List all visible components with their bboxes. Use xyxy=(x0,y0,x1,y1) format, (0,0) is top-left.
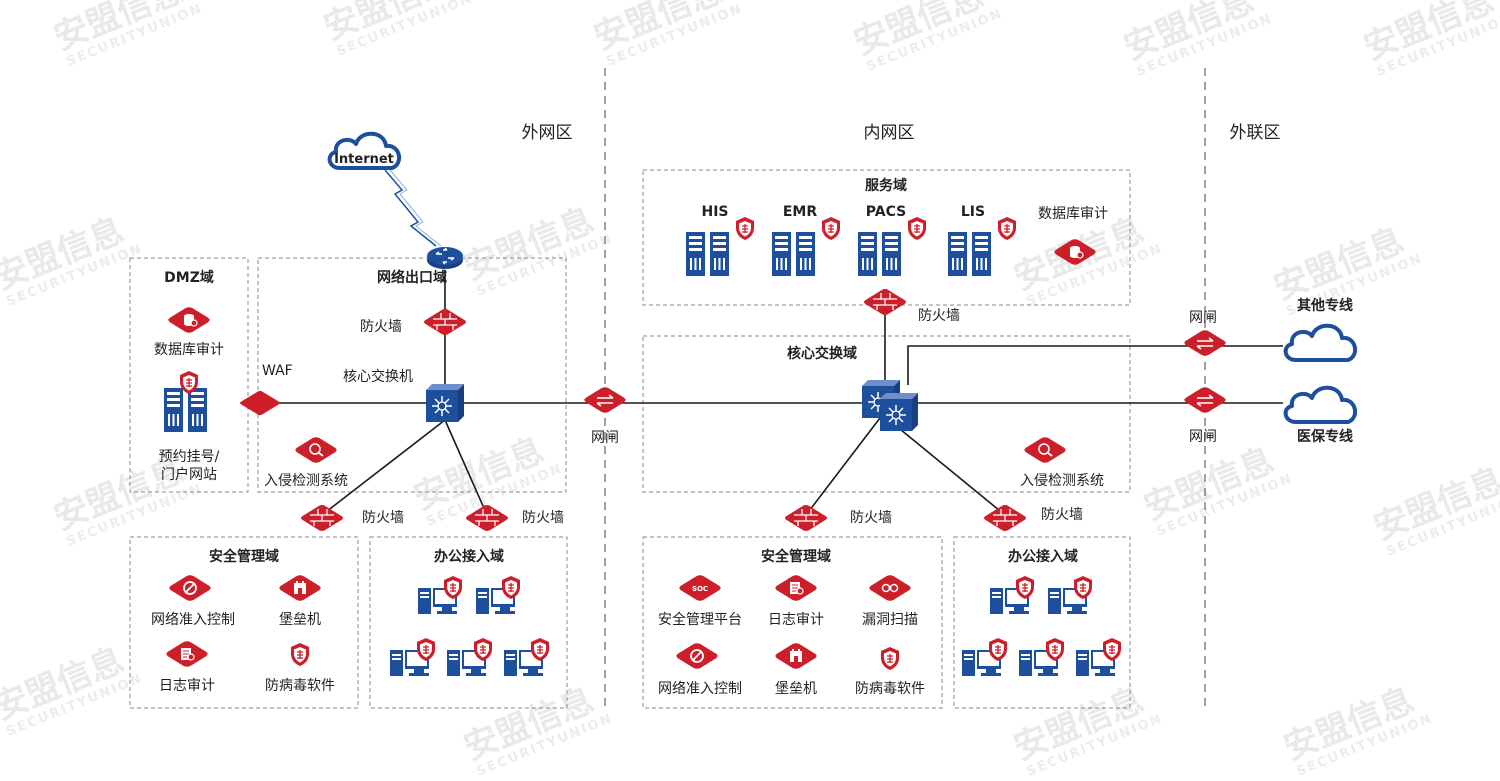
server-icon xyxy=(686,232,729,276)
right-firewall-a-label: 防火墙 xyxy=(850,510,892,526)
bottom-gateway-label: 网闸 xyxy=(1189,429,1217,445)
soc-badge-text: SOC xyxy=(692,585,708,593)
service-title: 服务域 xyxy=(865,177,907,194)
antivirus-shield-icon xyxy=(821,216,841,241)
top-gateway-label: 网闸 xyxy=(1189,310,1217,326)
right-firewall-b-label: 防火墙 xyxy=(1041,507,1083,523)
pacs-label: PACS xyxy=(866,204,906,220)
bastion-host-icon xyxy=(773,641,819,671)
egress-title: 网络出口域 xyxy=(377,269,447,286)
right-office-title: 办公接入域 xyxy=(1008,548,1078,565)
firewall-icon xyxy=(981,503,1029,533)
waf-icon xyxy=(240,391,280,415)
egress-firewall-label: 防火墙 xyxy=(360,319,402,335)
right-bastion-label: 堡垒机 xyxy=(775,681,817,697)
egress-domain-box xyxy=(257,257,567,493)
middle-gateway-label: 网闸 xyxy=(591,430,619,446)
antivirus-shield-icon xyxy=(290,642,310,667)
dmz-db-audit-label: 数据库审计 xyxy=(154,342,224,358)
access-control-icon xyxy=(167,573,213,603)
right-nac-label: 网络准入控制 xyxy=(658,681,742,697)
egress-core-switch-label: 核心交换机 xyxy=(343,368,413,385)
gateway-icon xyxy=(1181,328,1229,358)
bastion-host-icon xyxy=(277,573,323,603)
left-security-title: 安全管理域 xyxy=(209,548,279,565)
left-nac-label: 网络准入控制 xyxy=(151,612,235,628)
right-soc-label: 安全管理平台 xyxy=(658,611,742,628)
emr-label: EMR xyxy=(783,204,817,220)
dmz-portal-label-2: 门户网站 xyxy=(161,466,217,483)
right-log-audit-label: 日志审计 xyxy=(768,612,824,628)
left-firewall-b-label: 防火墙 xyxy=(522,510,564,526)
other-line-cloud-icon xyxy=(1283,323,1358,362)
antivirus-shield-icon xyxy=(880,646,900,671)
core-ids-label: 入侵检测系统 xyxy=(1020,472,1104,489)
zone-label-inner: 内网区 xyxy=(864,123,915,143)
access-control-icon xyxy=(674,641,720,671)
core-title: 核心交换域 xyxy=(787,345,857,362)
zone-label-outer: 外网区 xyxy=(522,123,573,143)
firewall-icon xyxy=(421,307,469,337)
log-audit-icon xyxy=(773,573,819,603)
log-audit-icon xyxy=(164,639,210,669)
gateway-icon xyxy=(581,385,629,415)
left-bastion-label: 堡垒机 xyxy=(279,612,321,628)
server-icon xyxy=(772,232,815,276)
office-pcs-right xyxy=(962,575,1122,676)
dmz-domain-box xyxy=(129,257,249,493)
vulnerability-scan-icon xyxy=(867,573,913,603)
his-label: HIS xyxy=(701,204,728,220)
service-db-audit-label: 数据库审计 xyxy=(1038,206,1108,222)
firewall-icon xyxy=(861,287,909,317)
zone-label-external: 外联区 xyxy=(1230,123,1281,143)
gateway-icon xyxy=(1181,385,1229,415)
right-security-title: 安全管理域 xyxy=(761,548,831,565)
database-audit-icon xyxy=(1052,237,1098,267)
soc-platform-icon: SOC xyxy=(677,573,723,603)
internet-label: Internet xyxy=(334,152,394,167)
left-firewall-a-label: 防火墙 xyxy=(362,510,404,526)
server-icon xyxy=(948,232,991,276)
ids-icon xyxy=(293,435,339,465)
ids-icon xyxy=(1022,435,1068,465)
right-security-domain-box xyxy=(642,536,943,709)
left-antivirus-label: 防病毒软件 xyxy=(265,678,335,694)
right-office-domain-box xyxy=(953,536,1131,709)
core-switch-icon xyxy=(425,383,465,423)
right-vuln-scan-label: 漏洞扫描 xyxy=(862,612,918,628)
left-log-audit-label: 日志审计 xyxy=(159,678,215,694)
core-switch-icon xyxy=(879,392,919,432)
core-domain-box xyxy=(642,335,1131,493)
dmz-title: DMZ域 xyxy=(164,269,214,286)
dmz-portal-label-1: 预约挂号/ xyxy=(159,449,220,465)
waf-label: WAF xyxy=(262,363,293,379)
firewall-icon xyxy=(298,503,346,533)
service-domain-box xyxy=(642,169,1131,306)
egress-ids-label: 入侵检测系统 xyxy=(264,472,348,489)
antivirus-shield-icon xyxy=(997,216,1017,241)
database-audit-icon xyxy=(166,305,212,335)
insurance-line-label: 医保专线 xyxy=(1297,428,1353,445)
insurance-line-cloud-icon xyxy=(1283,385,1358,424)
router-icon xyxy=(427,247,463,269)
other-line-label: 其他专线 xyxy=(1297,297,1353,314)
left-security-domain-box xyxy=(129,536,359,709)
left-office-title: 办公接入域 xyxy=(434,548,504,565)
office-pcs-left xyxy=(390,575,550,676)
service-firewall-label: 防火墙 xyxy=(918,308,960,324)
server-icon xyxy=(164,388,207,432)
left-office-domain-box xyxy=(369,536,568,709)
server-icon xyxy=(858,232,901,276)
antivirus-shield-icon xyxy=(907,216,927,241)
antivirus-shield-icon xyxy=(735,216,755,241)
lis-label: LIS xyxy=(961,204,985,220)
right-antivirus-label: 防病毒软件 xyxy=(855,681,925,697)
firewall-icon xyxy=(782,503,830,533)
